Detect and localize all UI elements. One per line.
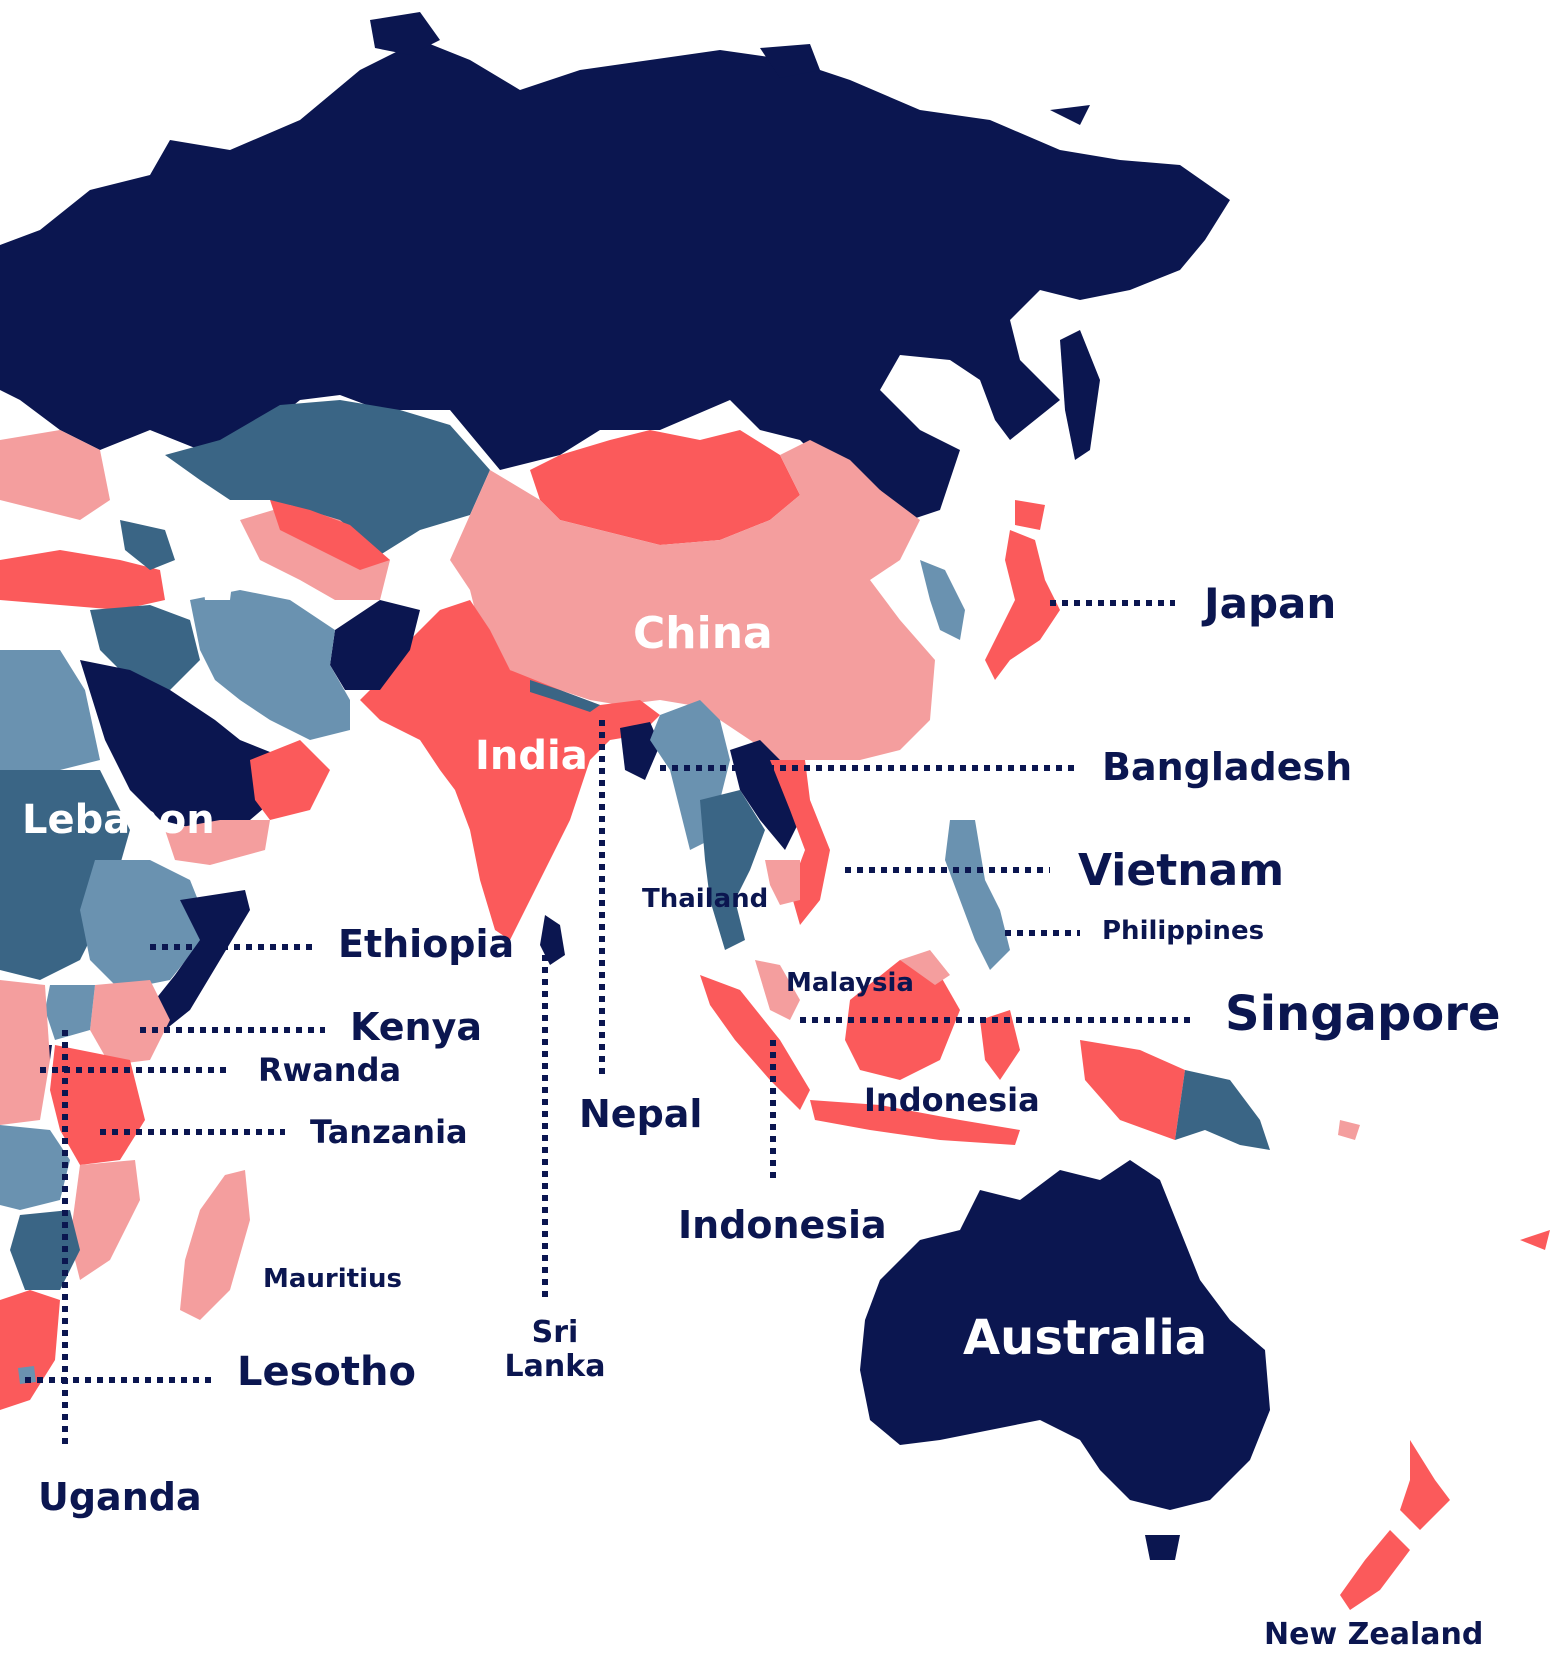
region-russia [0, 40, 1230, 520]
region-cambodia [765, 860, 800, 905]
callout-new-zealand: New Zealand [1264, 1617, 1484, 1652]
callout-uganda: Uganda [38, 1475, 202, 1519]
region-arctic-island-3 [1050, 105, 1090, 125]
region-afghanistan [330, 600, 420, 690]
region-caspian-sea [195, 510, 235, 600]
region-arctic-island-2 [760, 44, 820, 78]
callout-indonesia: Indonesia [678, 1203, 887, 1247]
region-new-zealand-north [1400, 1440, 1450, 1530]
callout-sri-lanka: Sri Lanka [500, 1318, 610, 1382]
region-sulawesi [980, 1010, 1020, 1080]
region-syria-iraq [90, 605, 200, 690]
region-vietnam [770, 760, 830, 925]
region-pacific-islands [1338, 1120, 1360, 1140]
region-india [360, 600, 660, 940]
region-tasmania [1145, 1535, 1180, 1560]
region-kazakhstan [165, 400, 490, 555]
region-new-zealand-south [1340, 1530, 1410, 1610]
region-sumatra [700, 975, 810, 1110]
region-somalia [155, 890, 250, 1030]
callout-rwanda: Rwanda [258, 1051, 402, 1089]
callout-sri-lanka-line1: Sri [531, 1315, 579, 1350]
region-kenya [90, 980, 170, 1065]
region-saudi-arabia [80, 660, 290, 830]
region-sakhalin [1060, 330, 1100, 460]
label-malaysia: Malaysia [786, 968, 914, 998]
region-egypt-sudan [0, 650, 100, 770]
region-turkey [0, 550, 165, 610]
label-thailand: Thailand [642, 884, 769, 914]
region-thailand [700, 790, 765, 950]
callout-philippines: Philippines [1102, 916, 1265, 946]
region-caucasus [120, 520, 175, 570]
label-australia: Australia [963, 1310, 1208, 1366]
label-china: China [633, 608, 773, 659]
region-zambia [0, 1125, 70, 1210]
region-south-africa [0, 1290, 60, 1410]
region-borneo-north [900, 950, 950, 985]
region-japan [985, 530, 1060, 680]
region-borneo [845, 960, 960, 1080]
label-india: India [475, 733, 588, 779]
callout-kenya: Kenya [350, 1005, 483, 1049]
region-black-sea-rim [0, 430, 110, 520]
callout-sri-lanka-line2: Lanka [504, 1349, 606, 1384]
region-papua-new-guinea [1175, 1070, 1270, 1150]
region-australia [860, 1160, 1270, 1510]
callout-tanzania: Tanzania [310, 1113, 468, 1151]
region-malaysia-peninsula [755, 960, 800, 1020]
callout-mauritius: Mauritius [263, 1264, 402, 1294]
region-madagascar [180, 1170, 250, 1320]
callout-lesotho: Lesotho [237, 1349, 416, 1395]
region-nepal [530, 680, 600, 712]
region-hokkaido [1015, 500, 1045, 530]
region-uganda [45, 985, 95, 1040]
region-dr-congo [0, 980, 50, 1125]
region-papua-indonesia [1080, 1040, 1185, 1140]
region-korea [920, 560, 965, 640]
label-lebanon: Lebanon [22, 797, 215, 843]
region-fiji [1520, 1230, 1550, 1250]
region-yemen [165, 820, 270, 865]
callout-ethiopia: Ethiopia [338, 922, 515, 966]
region-mozambique [70, 1160, 140, 1280]
region-sri-lanka [540, 915, 565, 965]
callout-nepal: Nepal [579, 1092, 703, 1136]
region-bangladesh [620, 722, 660, 780]
callout-bangladesh: Bangladesh [1102, 745, 1353, 789]
callout-vietnam: Vietnam [1078, 845, 1285, 896]
region-arctic-island-1 [370, 12, 440, 55]
region-china [450, 440, 935, 760]
label-indonesia-on-map: Indonesia [864, 1081, 1040, 1119]
region-central-asia-south [240, 505, 390, 600]
region-ethiopia [80, 860, 210, 990]
region-tanzania [50, 1045, 145, 1165]
region-philippines [945, 820, 1010, 970]
region-mongolia [530, 430, 800, 545]
region-sudan [0, 770, 130, 980]
region-oman [250, 740, 330, 820]
region-lesotho [18, 1366, 36, 1384]
callout-japan: Japan [1204, 579, 1337, 628]
region-java [810, 1100, 1020, 1145]
region-iran [190, 590, 350, 740]
callout-singapore: Singapore [1225, 986, 1501, 1042]
region-uzbekistan [270, 500, 390, 570]
